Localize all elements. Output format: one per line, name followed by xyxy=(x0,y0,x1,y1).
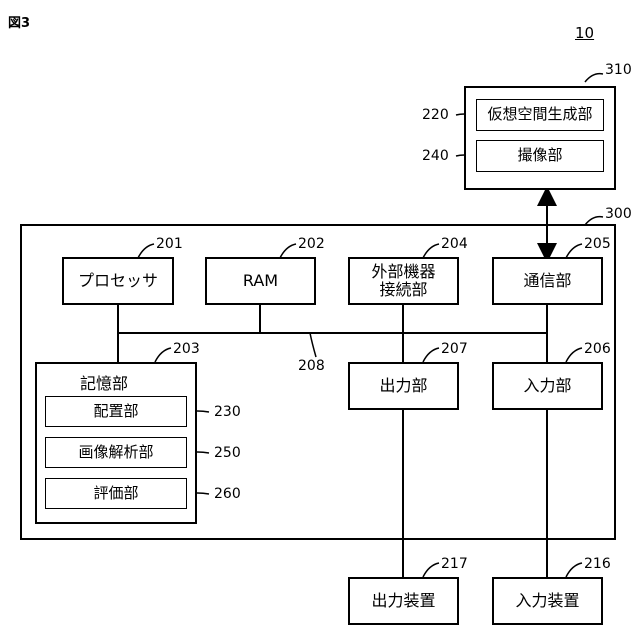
communication-label: 通信部 xyxy=(523,272,571,290)
input-block: 入力部 xyxy=(492,362,603,410)
camera-label: 撮像部 xyxy=(517,147,562,164)
image-analysis-label: 画像解析部 xyxy=(78,444,153,461)
leader-217 xyxy=(423,563,439,577)
figure-label: 図3 xyxy=(8,12,30,31)
ref-310: 310 xyxy=(605,62,632,78)
processor-label: プロセッサ xyxy=(78,272,158,290)
placement-label: 配置部 xyxy=(93,403,138,420)
output-label: 出力部 xyxy=(379,377,427,395)
communication-block: 通信部 xyxy=(492,257,603,305)
ref-300: 300 xyxy=(605,206,632,222)
ref-204: 204 xyxy=(441,236,468,252)
output-device-block: 出力装置 xyxy=(348,577,459,625)
ref-203: 203 xyxy=(173,341,200,357)
ram-block: RAM xyxy=(205,257,316,305)
leader-216 xyxy=(566,563,582,577)
evaluation-block: 評価部 xyxy=(45,478,187,509)
external-device-label-line2: 接続部 xyxy=(371,281,435,299)
evaluation-label: 評価部 xyxy=(93,485,138,502)
input-device-label: 入力装置 xyxy=(515,592,579,610)
storage-label: 記憶部 xyxy=(80,370,128,394)
image-analysis-block: 画像解析部 xyxy=(45,437,187,468)
ref-260: 260 xyxy=(214,486,241,502)
ram-label: RAM xyxy=(243,272,278,290)
ref-250: 250 xyxy=(214,445,241,461)
ref-208: 208 xyxy=(298,358,325,374)
external-device-label-line1: 外部機器 xyxy=(371,263,435,281)
ref-206: 206 xyxy=(584,341,611,357)
ref-240: 240 xyxy=(422,148,449,164)
camera-block: 撮像部 xyxy=(476,140,604,172)
vr-space-generator-label: 仮想空間生成部 xyxy=(487,106,592,123)
ref-201: 201 xyxy=(156,236,183,252)
placement-block: 配置部 xyxy=(45,396,187,427)
ref-207: 207 xyxy=(441,341,468,357)
input-device-block: 入力装置 xyxy=(492,577,603,625)
ref-217: 217 xyxy=(441,556,468,572)
ref-202: 202 xyxy=(298,236,325,252)
vr-space-generator-block: 仮想空間生成部 xyxy=(476,99,604,131)
reference-numeral: 10 xyxy=(575,24,594,42)
ref-205: 205 xyxy=(584,236,611,252)
ref-216: 216 xyxy=(584,556,611,572)
external-device-connection-block: 外部機器接続部 xyxy=(348,257,459,305)
output-device-label: 出力装置 xyxy=(371,592,435,610)
input-label: 入力部 xyxy=(523,377,571,395)
processor-block: プロセッサ xyxy=(62,257,174,305)
ref-230: 230 xyxy=(214,404,241,420)
leader-310 xyxy=(585,74,603,82)
ref-220: 220 xyxy=(422,107,449,123)
output-block: 出力部 xyxy=(348,362,459,410)
